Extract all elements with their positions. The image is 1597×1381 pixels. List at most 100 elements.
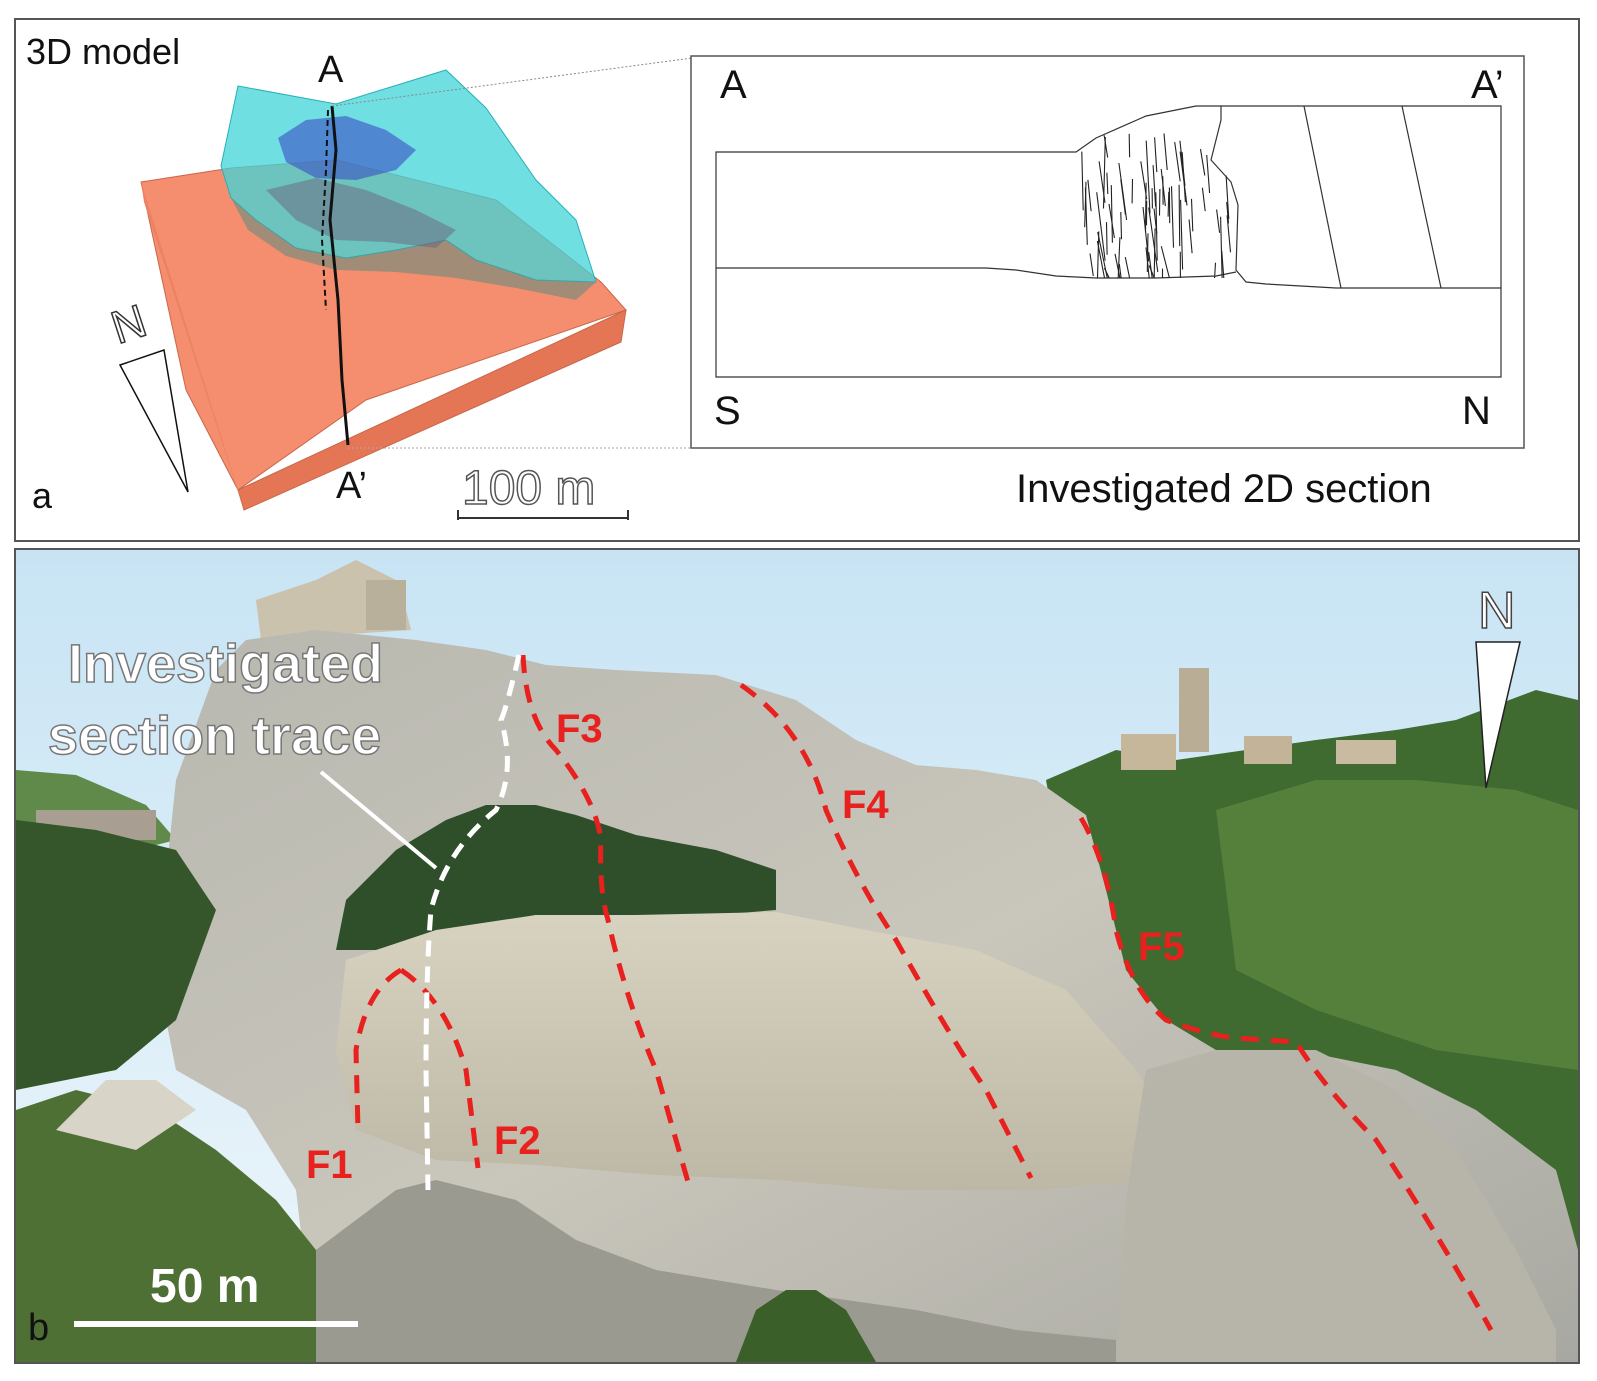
fracture-stroke (1098, 161, 1106, 203)
village-building-1 (1121, 734, 1176, 770)
fracture-stroke (1152, 165, 1157, 207)
fault-line-f5 (1078, 816, 1494, 1332)
fault-line-f1 (353, 967, 403, 1131)
fracture-stroke (1190, 198, 1194, 232)
tower (1179, 668, 1209, 752)
fault-label-f4: F4 (842, 783, 889, 827)
fracture-stroke (1216, 209, 1221, 233)
fracture-stroke (1146, 233, 1149, 273)
fracture-stroke (1225, 175, 1230, 219)
fracture-stroke (1188, 219, 1193, 254)
panel-b-figure: Investigated section trace F1 F2 F3 F4 F… (16, 550, 1578, 1362)
north-arrow-icon (118, 349, 189, 493)
section-fracture-zone (1081, 133, 1232, 279)
section-caption: Investigated 2D section (1016, 467, 1432, 511)
upper-layer-front (231, 198, 596, 300)
section-trace-label-2: section trace (48, 706, 381, 766)
base-block-left (141, 182, 244, 510)
fracture-stroke (1206, 154, 1211, 194)
section-label-n: N (1462, 389, 1491, 433)
north-arrow-label-b: N (1478, 582, 1516, 640)
fault-label-f2: F2 (494, 1119, 541, 1163)
fracture-stroke (1096, 192, 1106, 261)
model-label-a: A (318, 49, 344, 91)
section-upper-block (1221, 105, 1502, 288)
section-label-a-prime: A’ (1471, 63, 1504, 107)
fracture-stroke (1170, 186, 1175, 248)
fracture-stroke (1081, 151, 1084, 211)
fracture-stroke (1103, 135, 1109, 158)
section-trace-pointer (319, 770, 438, 870)
fracture-stroke (1148, 265, 1155, 279)
section-label-s: S (714, 389, 741, 433)
model-title: 3D model (26, 31, 180, 72)
scale-bar-label: 100 m (462, 462, 595, 515)
fracture-stroke (1089, 253, 1094, 277)
fault-line-f2 (399, 967, 481, 1169)
fracture-stroke (1174, 142, 1181, 182)
fracture-stroke (1167, 191, 1170, 217)
section-trace-label-1: Investigated (68, 634, 383, 694)
fracture-stroke (1108, 203, 1115, 238)
fracture-stroke (1179, 151, 1188, 206)
fracture-stroke (1114, 253, 1121, 279)
fracture-stroke (1160, 246, 1170, 279)
panel-letter-a: a (32, 475, 53, 516)
fault-line-f4 (739, 682, 1034, 1180)
fracture-stroke (1201, 187, 1206, 212)
fracture-stroke (1154, 137, 1158, 173)
fracture-stroke (1180, 199, 1184, 270)
panel-a-figure: 3D model A A’ N 100 m a A A’ S N Investi… (26, 31, 1525, 520)
left-dark-vegetation (16, 820, 216, 1090)
foreground-trees (736, 1290, 876, 1362)
fault-label-f3: F3 (556, 707, 603, 751)
fracture-stroke (1084, 181, 1087, 228)
fracture-stroke (1120, 179, 1126, 215)
section-label-a: A (720, 63, 747, 107)
fracture-stroke (1140, 161, 1148, 200)
fracture-stroke (1214, 262, 1217, 279)
fracture-stroke (1124, 256, 1131, 279)
foreground-rock (316, 1180, 1116, 1362)
fracture-stroke (1087, 179, 1092, 212)
section-fault-line-2 (1401, 105, 1442, 289)
fracture-stroke (1178, 184, 1181, 247)
section-inner-boundary-2 (985, 267, 1237, 279)
village-building-2 (1244, 736, 1292, 764)
fracture-stroke (1148, 207, 1159, 273)
panel-letter-b: b (28, 1307, 49, 1349)
model-section-trace-solid (328, 105, 350, 446)
right-vegetation-light (1216, 780, 1578, 1070)
fracture-stroke (1096, 231, 1100, 279)
fracture-stroke (1118, 263, 1122, 279)
scale-bar-label-b: 50 m (150, 1260, 259, 1313)
fracture-stroke (1110, 185, 1113, 243)
model-label-a-prime: A’ (336, 465, 367, 507)
fault-label-f5: F5 (1138, 925, 1185, 969)
fault-label-f1: F1 (306, 1143, 353, 1187)
village-building-3 (1336, 740, 1396, 764)
model-section-trace-dashed (320, 109, 329, 311)
fault-lines (353, 654, 1494, 1332)
fracture-stroke (1199, 149, 1206, 176)
connector-top (331, 57, 693, 107)
fortress-tower (366, 580, 406, 630)
panel-b-photo: Investigated section trace F1 F2 F3 F4 F… (14, 548, 1580, 1364)
fracture-stroke (1120, 211, 1123, 240)
section-drawing (715, 105, 1502, 378)
fracture-stroke (1155, 192, 1158, 261)
lower-right-cliff (1116, 1050, 1556, 1362)
fracture-stroke (1117, 237, 1121, 279)
north-arrow-icon-b (1475, 641, 1521, 789)
fracture-stroke (1105, 222, 1108, 255)
inner-body-shadow (266, 178, 456, 248)
section-trace-line (423, 654, 522, 1191)
foreground-left (16, 1090, 336, 1362)
fracture-stroke (1163, 133, 1168, 171)
lower-cliff (336, 912, 1176, 1190)
north-arrow-label: N (105, 294, 153, 354)
fracture-stroke (1226, 215, 1232, 253)
fracture-stroke (1160, 169, 1166, 207)
panel-a-3d-model: 3D model A A’ N 100 m a A A’ S N Investi… (14, 18, 1580, 542)
fracture-stroke (1097, 231, 1108, 279)
